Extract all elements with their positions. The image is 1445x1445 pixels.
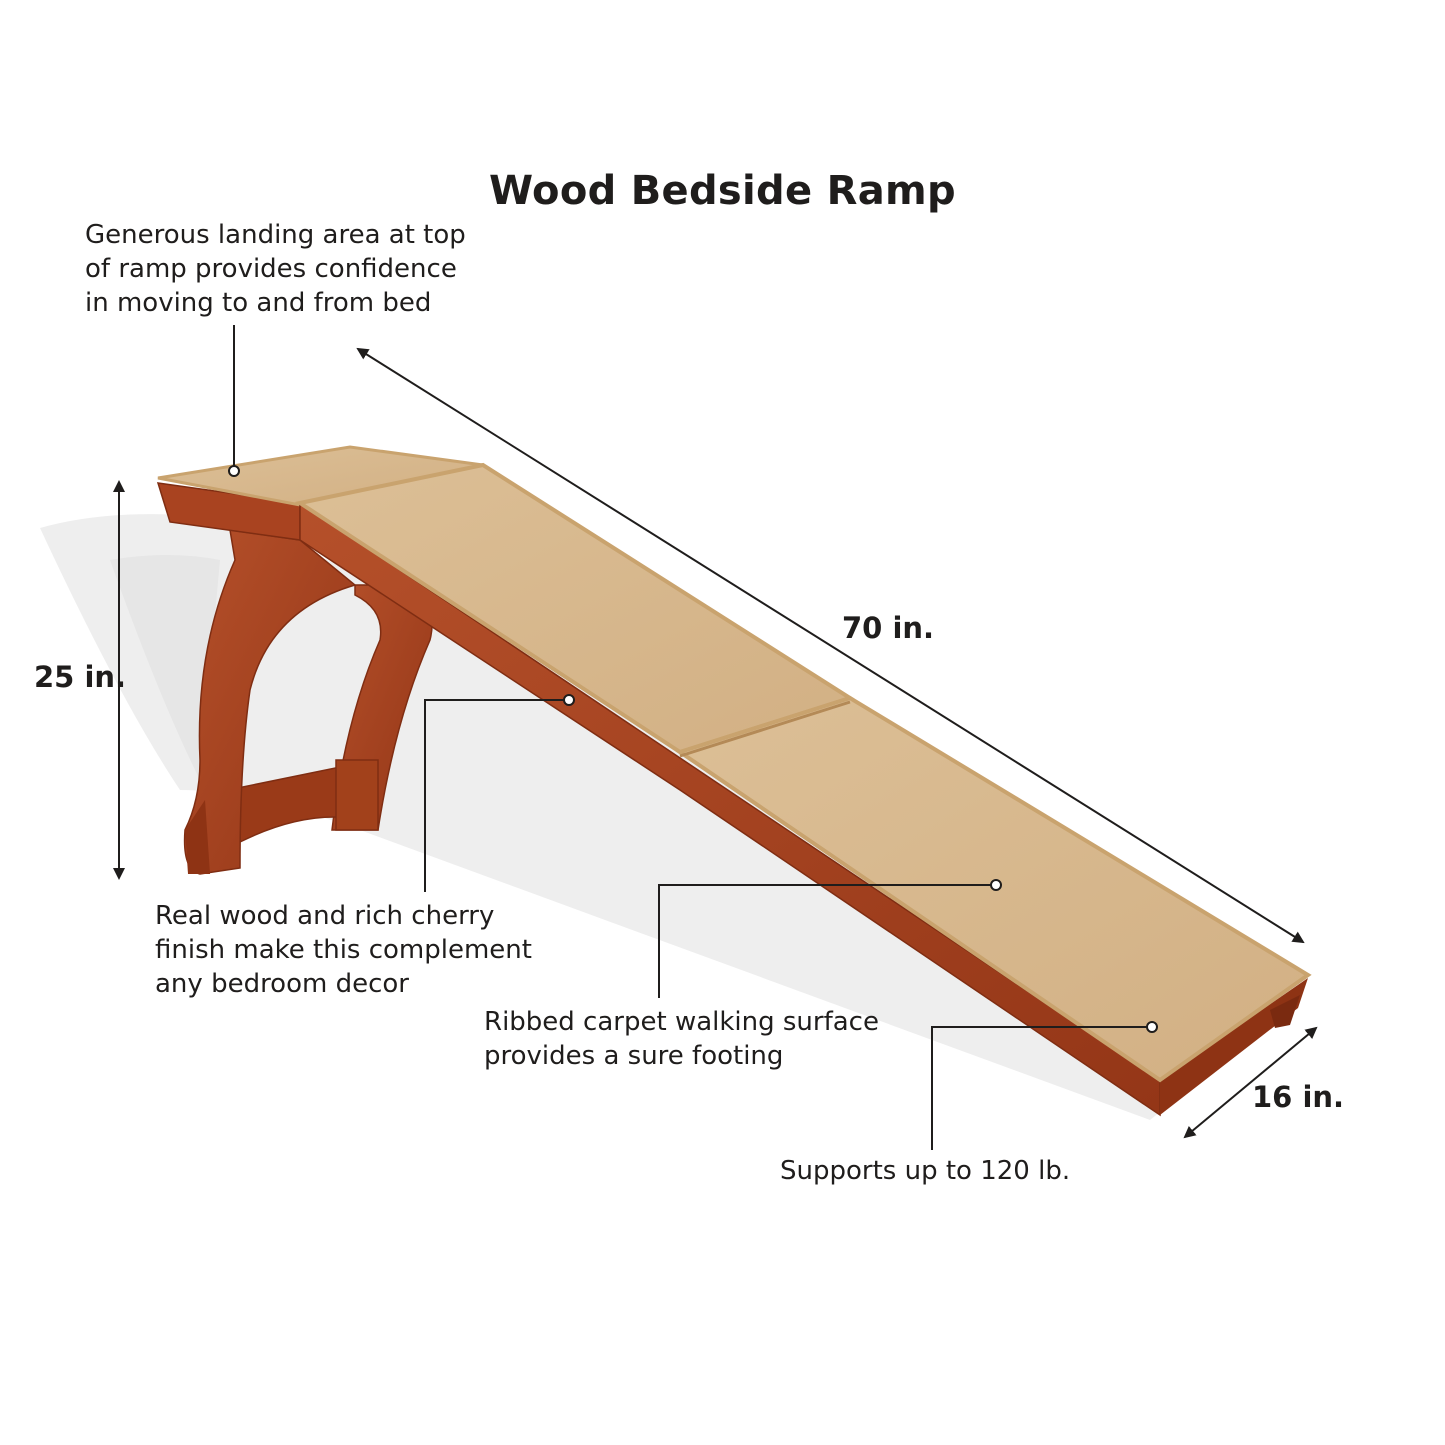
floor-shadow-inner <box>110 555 220 780</box>
width-dimension-arrow <box>1183 1026 1318 1139</box>
leader-weight-dot <box>1146 1021 1158 1033</box>
leg-block <box>335 759 379 831</box>
leader-carpet-dot <box>990 879 1002 891</box>
leader-wood-dot <box>563 694 575 706</box>
leader-landing-dot <box>228 465 240 477</box>
callout-weight-capacity: Supports up to 120 lb. <box>780 1156 1071 1186</box>
callout-wood-finish: Real wood and rich cherry finish make th… <box>155 901 532 999</box>
leader-weight <box>931 1026 1152 1150</box>
front-leg-foot <box>185 800 210 874</box>
length-dimension-arrow <box>356 347 1305 944</box>
ramp-end-foot <box>1270 995 1300 1028</box>
callout-carpet-surface: Ribbed carpet walking surface provides a… <box>484 1007 879 1071</box>
page-title: Wood Bedside Ramp <box>489 168 956 214</box>
width-dimension-label: 16 in. <box>1252 1080 1345 1114</box>
callout-landing-area: Generous landing area at top of ramp pro… <box>85 220 466 318</box>
length-dimension-label: 70 in. <box>842 611 935 645</box>
height-dimension-label: 25 in. <box>34 660 127 694</box>
